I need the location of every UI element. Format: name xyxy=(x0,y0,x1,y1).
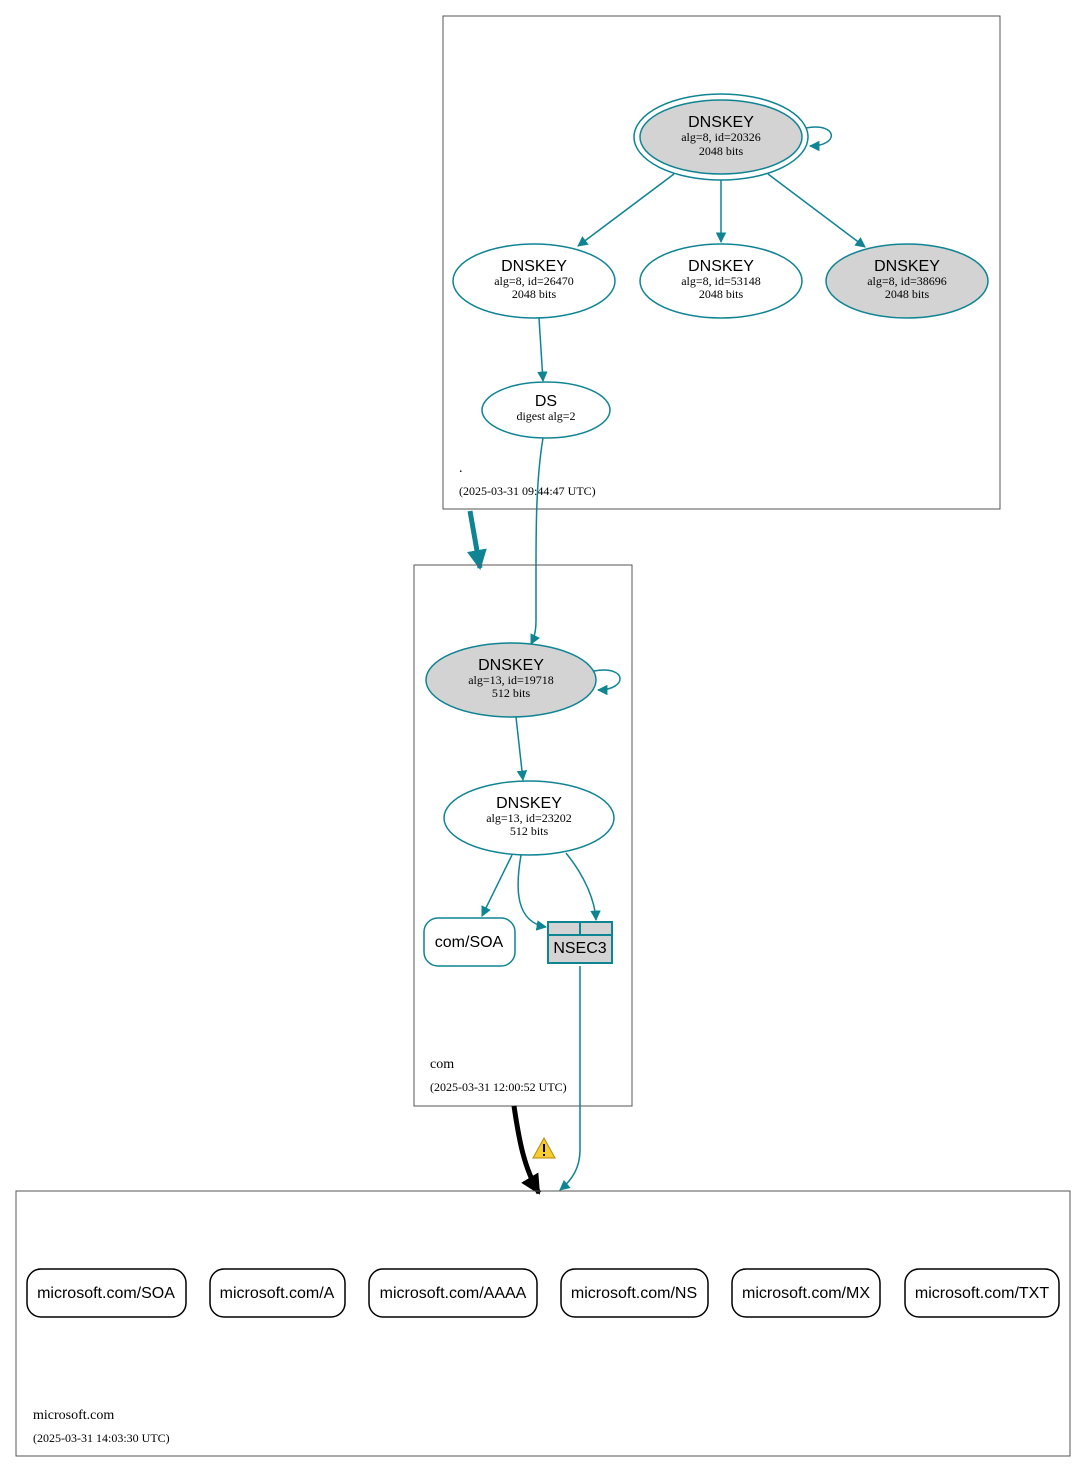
record-soa-label: microsoft.com/SOA xyxy=(37,1285,175,1302)
record-aaaa[interactable]: microsoft.com/AAAA xyxy=(368,1268,538,1318)
record-ns-box xyxy=(560,1268,709,1318)
zone-microsoft: microsoft.com (2025-03-31 14:03:30 UTC) xyxy=(15,1190,1071,1457)
com-soa-label: com/SOA xyxy=(435,934,504,951)
nsec3-label: NSEC3 xyxy=(553,940,606,957)
edge-root-ksk-to-zsk-26470 xyxy=(577,173,675,247)
zone-microsoft-timestamp: (2025-03-31 14:03:30 UTC) xyxy=(33,1431,170,1445)
edge-ds-to-com-ksk xyxy=(530,437,544,645)
root-ds-title: DS xyxy=(535,393,557,410)
zone-root-box xyxy=(442,15,1001,510)
root-zsk-53148-node[interactable]: DNSKEY alg=8, id=53148 2048 bits xyxy=(639,243,803,319)
root-zsk-26470-title: DNSKEY xyxy=(501,258,567,275)
zone-root: . (2025-03-31 09:44:47 UTC) xyxy=(442,15,1001,510)
edge-com-zsk-to-soa xyxy=(481,854,513,917)
root-zsk-38696-title: DNSKEY xyxy=(874,258,940,275)
root-zsk-26470-line2: 2048 bits xyxy=(512,287,557,301)
root-ds-line1: digest alg=2 xyxy=(516,409,575,423)
record-soa-box xyxy=(26,1268,187,1318)
com-ksk-line1: alg=13, id=19718 xyxy=(468,673,554,687)
zone-com: com (2025-03-31 12:00:52 UTC) xyxy=(413,564,633,1107)
edge-com-ksk-to-zsk xyxy=(515,716,528,782)
zone-microsoft-box xyxy=(15,1190,1071,1457)
root-zsk-38696-line1: alg=8, id=38696 xyxy=(867,274,947,288)
root-zsk-38696-line2: 2048 bits xyxy=(885,287,930,301)
record-soa[interactable]: microsoft.com/SOA xyxy=(26,1268,187,1318)
com-ksk-node[interactable]: DNSKEY alg=13, id=19718 512 bits xyxy=(425,642,597,718)
zone-root-name: . xyxy=(459,461,463,476)
com-ksk-ellipse xyxy=(425,642,597,718)
root-zsk-53148-line2: 2048 bits xyxy=(699,287,744,301)
record-aaaa-box xyxy=(368,1268,538,1318)
edge-nsec3-to-microsoft xyxy=(559,966,581,1191)
delegation-com-to-microsoft xyxy=(511,1105,542,1195)
com-zsk-line2: 512 bits xyxy=(510,824,549,838)
record-a-label: microsoft.com/A xyxy=(220,1285,335,1302)
com-zsk-node[interactable]: DNSKEY alg=13, id=23202 512 bits xyxy=(443,780,615,856)
com-nsec3-node[interactable]: NSEC3 xyxy=(547,921,613,964)
root-ksk-line2: 2048 bits xyxy=(699,144,744,158)
root-zsk-53148-title: DNSKEY xyxy=(688,258,754,275)
record-ns[interactable]: microsoft.com/NS xyxy=(560,1268,709,1318)
record-mx-label: microsoft.com/MX xyxy=(742,1285,870,1302)
record-a-box xyxy=(209,1268,346,1318)
root-ksk-self-edge xyxy=(805,126,832,152)
delegation-root-to-com xyxy=(467,510,487,570)
edge-com-zsk-to-nsec3-a xyxy=(517,854,548,931)
root-zsk-26470-line1: alg=8, id=26470 xyxy=(494,274,574,288)
root-zsk-38696-ellipse xyxy=(825,243,989,319)
root-ksk-ellipse xyxy=(639,99,803,175)
record-mx[interactable]: microsoft.com/MX xyxy=(731,1268,881,1318)
record-a[interactable]: microsoft.com/A xyxy=(209,1268,346,1318)
root-zsk-53148-ellipse xyxy=(639,243,803,319)
com-soa-node[interactable]: com/SOA xyxy=(423,917,516,967)
edge-root-zsk-to-ds xyxy=(537,317,548,383)
com-soa-box xyxy=(423,917,516,967)
root-zsk-53148-line1: alg=8, id=53148 xyxy=(681,274,761,288)
edge-com-zsk-to-nsec3-b xyxy=(565,852,601,922)
com-ksk-title: DNSKEY xyxy=(478,657,544,674)
record-ns-label: microsoft.com/NS xyxy=(571,1285,697,1302)
zone-com-name: com xyxy=(430,1057,454,1072)
root-ksk-title: DNSKEY xyxy=(688,114,754,131)
com-zsk-ellipse xyxy=(443,780,615,856)
zone-com-timestamp: (2025-03-31 12:00:52 UTC) xyxy=(430,1080,567,1094)
record-txt-box xyxy=(904,1268,1060,1318)
root-ksk-node[interactable]: DNSKEY alg=8, id=20326 2048 bits xyxy=(633,93,809,181)
com-ksk-self-edge xyxy=(593,669,621,696)
root-zsk-26470-node[interactable]: DNSKEY alg=8, id=26470 2048 bits xyxy=(452,243,616,319)
root-zsk-26470-ellipse xyxy=(452,243,616,319)
zone-microsoft-name: microsoft.com xyxy=(33,1408,114,1423)
record-mx-box xyxy=(731,1268,881,1318)
record-txt[interactable]: microsoft.com/TXT xyxy=(904,1268,1060,1318)
edge-root-ksk-to-zsk-38696 xyxy=(767,173,866,248)
com-ksk-line2: 512 bits xyxy=(492,686,531,700)
com-zsk-title: DNSKEY xyxy=(496,795,562,812)
root-ds-node[interactable]: DS digest alg=2 xyxy=(481,381,611,439)
zone-root-timestamp: (2025-03-31 09:44:47 UTC) xyxy=(459,484,596,498)
record-txt-label: microsoft.com/TXT xyxy=(915,1285,1049,1302)
warning-triangle-icon[interactable] xyxy=(532,1136,556,1159)
root-zsk-38696-node[interactable]: DNSKEY alg=8, id=38696 2048 bits xyxy=(825,243,989,319)
root-ksk-line1: alg=8, id=20326 xyxy=(681,130,761,144)
zone-com-box xyxy=(413,564,633,1107)
com-zsk-line1: alg=13, id=23202 xyxy=(486,811,572,825)
record-aaaa-label: microsoft.com/AAAA xyxy=(380,1285,527,1302)
